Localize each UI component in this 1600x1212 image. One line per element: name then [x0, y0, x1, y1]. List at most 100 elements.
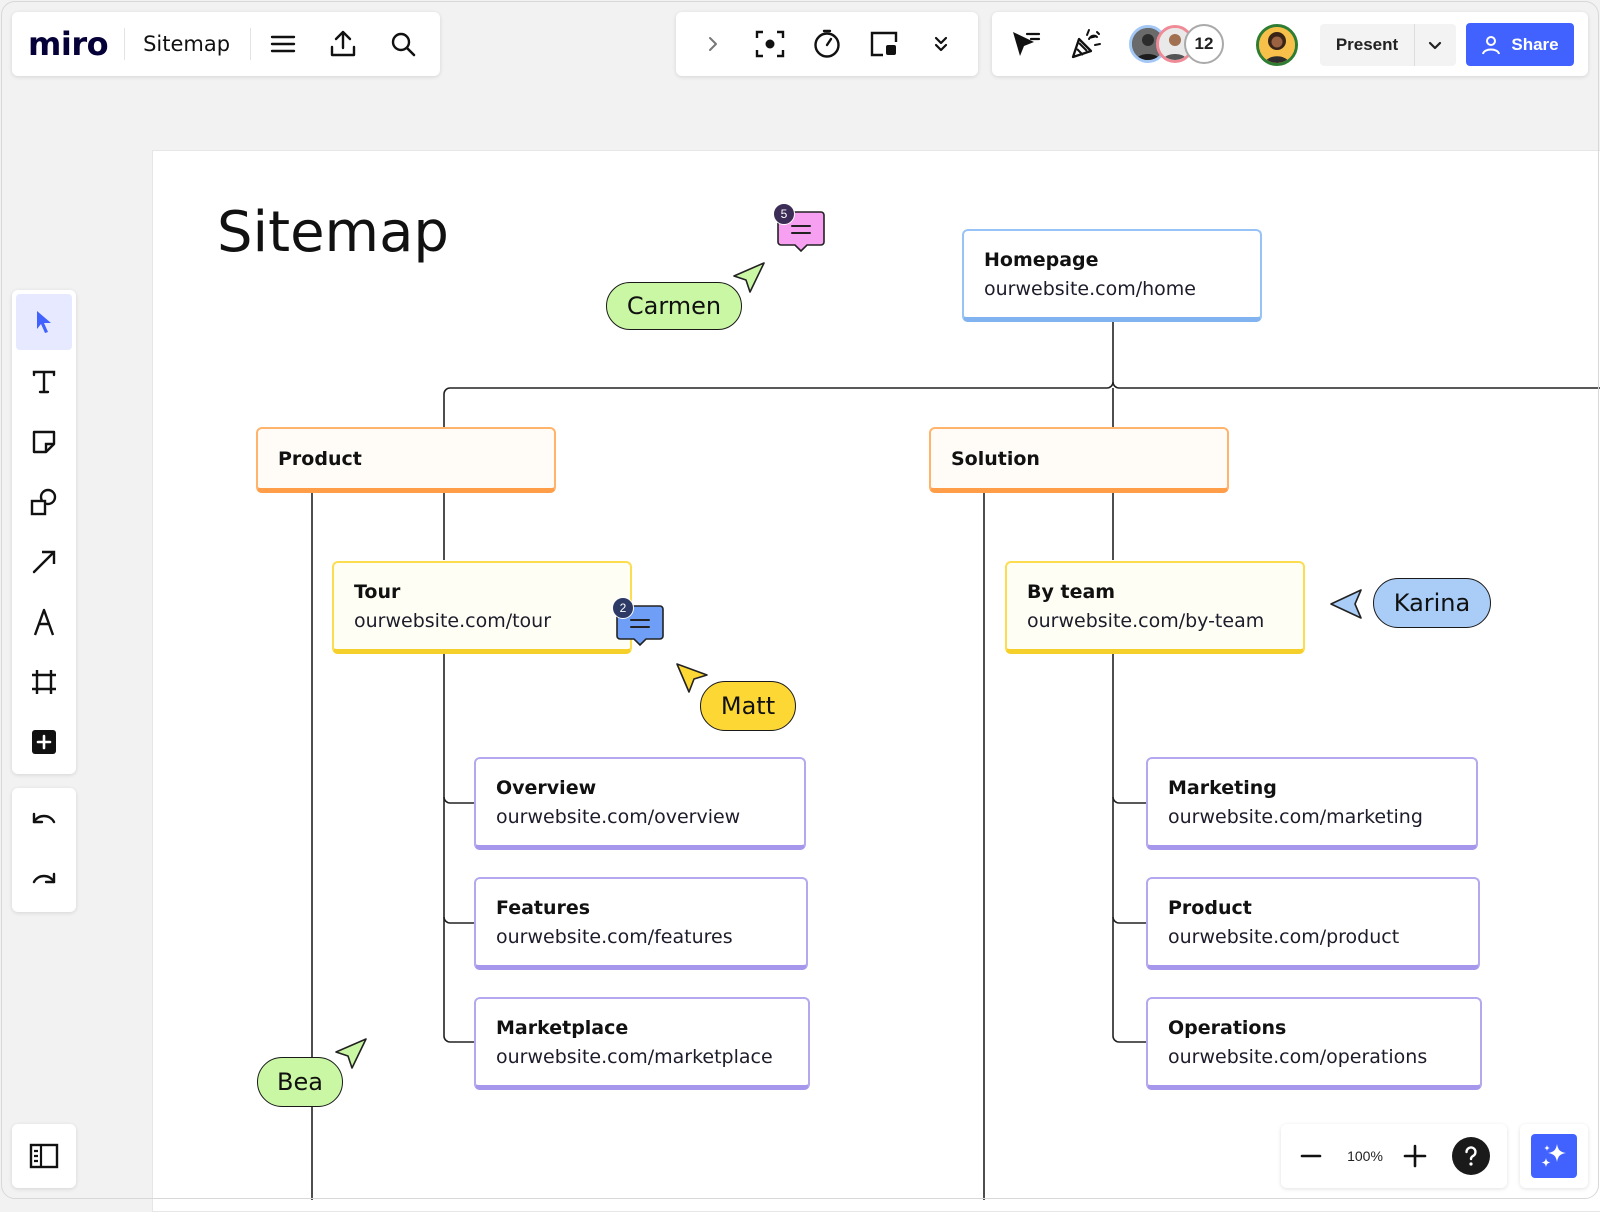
collapse-toolbar-button[interactable] [693, 24, 733, 64]
present-button[interactable]: Present [1335, 35, 1399, 54]
timer-button[interactable] [807, 24, 847, 64]
frame-tool[interactable] [24, 662, 64, 702]
sticky-note-icon [32, 430, 56, 454]
node-url: ourwebsite.com/overview [496, 805, 741, 828]
node-title: Overview [496, 776, 597, 799]
focus-icon [755, 30, 784, 58]
cursor-arrow-icon [335, 1038, 367, 1069]
node-title: Features [496, 896, 591, 919]
redo-icon [32, 872, 56, 884]
cursor-arrow-icon [676, 663, 708, 693]
node-homepage[interactable]: Homepage ourwebsite.com/home [962, 229, 1262, 322]
node-title: Product [278, 447, 362, 470]
node-url: ourwebsite.com/marketplace [496, 1045, 773, 1068]
zoom-in-icon [1403, 1144, 1427, 1168]
present-control: Present [1320, 24, 1456, 66]
ai-assist-button[interactable] [1531, 1134, 1577, 1178]
screen-share-icon [870, 31, 898, 57]
focus-button[interactable] [750, 24, 790, 64]
node-by-team[interactable]: By team ourwebsite.com/by-team [1005, 561, 1305, 654]
current-user-avatar[interactable] [1256, 24, 1298, 66]
cursor-label-matt: Matt [700, 681, 796, 731]
node-product[interactable]: Product [256, 427, 556, 493]
arrow-tool[interactable] [24, 542, 64, 582]
node-overview[interactable]: Overview ourwebsite.com/overview [474, 757, 806, 850]
more-tools-icon [935, 36, 948, 52]
node-url: ourwebsite.com/product [1168, 925, 1400, 948]
cursor-label-karina: Karina [1373, 578, 1491, 628]
timer-icon [814, 29, 840, 58]
cursor-follow-icon [1013, 32, 1041, 56]
cursor-arrow-icon [1330, 589, 1362, 619]
zoom-level[interactable]: 100% [1347, 1148, 1383, 1164]
shapes-icon [30, 488, 57, 516]
cursor-follow-button[interactable] [1006, 24, 1046, 64]
node-title: Operations [1168, 1016, 1287, 1039]
node-title: Marketing [1168, 776, 1277, 799]
history-toolbar [12, 788, 76, 912]
node-url: ourwebsite.com/by-team [1027, 609, 1265, 632]
screen-share-button[interactable] [864, 24, 904, 64]
zoom-out-button[interactable] [1291, 1136, 1331, 1176]
sidebar-toggle-button[interactable] [24, 1136, 64, 1176]
add-more-tools[interactable] [24, 722, 64, 762]
celebrate-button[interactable] [1066, 24, 1106, 64]
undo-icon [32, 812, 56, 824]
board-header-panel: miro Sitemap [12, 12, 440, 76]
miro-logo[interactable]: miro [28, 25, 109, 63]
search-button[interactable] [383, 24, 423, 64]
help-button[interactable] [1451, 1136, 1491, 1176]
text-tool[interactable] [24, 362, 64, 402]
node-product-team[interactable]: Product ourwebsite.com/product [1146, 877, 1480, 970]
node-operations[interactable]: Operations ourwebsite.com/operations [1146, 997, 1482, 1090]
add-icon [32, 730, 56, 754]
share-label: Share [1511, 34, 1559, 54]
sidebar-panel [12, 1124, 76, 1188]
help-icon [1452, 1137, 1490, 1175]
comment-pink[interactable]: 5 [773, 200, 827, 261]
chevron-down-icon [1428, 41, 1442, 50]
sidebar-icon [29, 1143, 59, 1169]
zoom-in-button[interactable] [1395, 1136, 1435, 1176]
node-title: Marketplace [496, 1016, 629, 1039]
top-right-panel: 12 Present Share [992, 12, 1588, 76]
present-options-button[interactable] [1415, 24, 1455, 66]
node-url: ourwebsite.com/features [496, 925, 733, 948]
creation-toolbar [12, 290, 76, 774]
collaborator-count[interactable]: 12 [1184, 24, 1224, 64]
undo-button[interactable] [24, 800, 64, 840]
board-name[interactable]: Sitemap [143, 32, 231, 56]
arrow-icon [32, 550, 56, 574]
node-url: ourwebsite.com/home [984, 277, 1196, 300]
node-marketing[interactable]: Marketing ourwebsite.com/marketing [1146, 757, 1478, 850]
menu-icon [270, 35, 296, 53]
menu-button[interactable] [263, 24, 303, 64]
more-tools-button[interactable] [921, 24, 961, 64]
ai-panel [1520, 1124, 1588, 1188]
search-icon [391, 32, 416, 57]
zoom-panel: 100% [1281, 1124, 1507, 1188]
collaboration-tools-panel [676, 12, 978, 76]
node-title: Homepage [984, 248, 1099, 271]
export-button[interactable] [323, 24, 363, 64]
node-title: Tour [354, 580, 401, 603]
node-title: Product [1168, 896, 1252, 919]
user-icon [1482, 35, 1501, 54]
avatar-image [1259, 27, 1295, 63]
pen-tool[interactable] [24, 602, 64, 642]
comment-blue[interactable]: 2 [612, 594, 666, 655]
node-marketplace[interactable]: Marketplace ourwebsite.com/marketplace [474, 997, 810, 1090]
pen-icon [33, 608, 55, 636]
select-tool[interactable] [16, 294, 72, 350]
board-title[interactable]: Sitemap [217, 200, 449, 265]
sticky-note-tool[interactable] [24, 422, 64, 462]
text-icon [32, 370, 56, 394]
cursor-label-carmen: Carmen [606, 282, 742, 330]
redo-button[interactable] [24, 860, 64, 900]
node-features[interactable]: Features ourwebsite.com/features [474, 877, 808, 970]
node-solution[interactable]: Solution [929, 427, 1229, 493]
shapes-tool[interactable] [24, 482, 64, 522]
node-tour[interactable]: Tour ourwebsite.com/tour [332, 561, 632, 654]
share-button[interactable]: Share [1466, 23, 1574, 66]
present-divider [1414, 24, 1415, 66]
